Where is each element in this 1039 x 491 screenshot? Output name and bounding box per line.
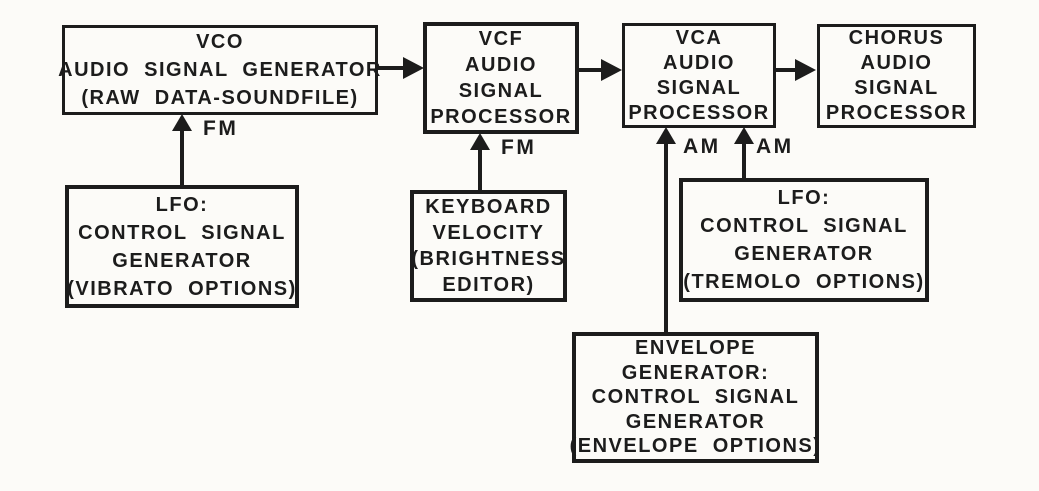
box-lfo-tremolo-control-signal-generator: LFO: CONTROL SIGNAL GENERATOR (TREMOLO O…: [679, 178, 929, 302]
arrow-line-envelope-to-vca: [664, 142, 668, 333]
box-text-line: EDITOR): [442, 274, 535, 296]
label-fm-into-vco: FM: [203, 117, 239, 140]
box-text-line: CONTROL SIGNAL: [700, 215, 908, 237]
arrowhead-up-icon: [734, 127, 754, 144]
box-text-line: LFO:: [155, 193, 209, 216]
box-text-line: AUDIO: [465, 54, 537, 76]
box-vcf-audio-signal-processor: VCF AUDIO SIGNAL PROCESSOR: [423, 22, 579, 134]
box-text-line: AUDIO: [860, 52, 933, 74]
box-text-line: PROCESSOR: [628, 101, 770, 124]
box-text-line: VCA: [675, 26, 723, 49]
box-vca-audio-signal-processor: VCA AUDIO SIGNAL PROCESSOR: [622, 23, 776, 128]
box-text-line: PROCESSOR: [430, 106, 572, 128]
box-text-line: GENERATOR: [625, 410, 766, 433]
box-text-line: SIGNAL: [458, 80, 544, 102]
box-text-line: (TREMOLO OPTIONS): [683, 271, 925, 293]
box-text-line: AUDIO: [663, 51, 735, 74]
box-text-line: (RAW DATA-SOUNDFILE): [81, 87, 359, 109]
box-text-line: AUDIO SIGNAL GENERATOR: [58, 59, 382, 81]
box-text-line: CONTROL SIGNAL: [78, 221, 286, 244]
box-envelope-generator-control-signal-generator: ENVELOPE GENERATOR: CONTROL SIGNAL GENER…: [569, 332, 822, 463]
box-vco-audio-signal-generator: VCO AUDIO SIGNAL GENERATOR (RAW DATA-SOU…: [58, 25, 380, 115]
box-text-line: LFO:: [777, 187, 831, 209]
box-keyboard-velocity-brightness-editor: KEYBOARD VELOCITY (BRIGHTNESS EDITOR): [410, 190, 567, 302]
box-text-line: (VIBRATO OPTIONS): [67, 277, 297, 300]
box-text-line: VCF: [478, 28, 524, 50]
box-text-line: (ENVELOPE OPTIONS): [569, 435, 822, 458]
box-chorus-audio-signal-processor: CHORUS AUDIO SIGNAL PROCESSOR: [817, 24, 976, 128]
box-text-line: VELOCITY: [432, 222, 545, 244]
arrowhead-right-icon: [795, 59, 816, 81]
arrowhead-right-icon: [601, 59, 622, 81]
label-am-from-envelope: AM: [683, 135, 721, 158]
arrow-line-vibrato-to-vco: [180, 129, 184, 186]
arrow-line-vcf-to-vca: [577, 68, 604, 72]
box-text-line: (BRIGHTNESS: [411, 248, 566, 270]
arrow-line-tremolo-to-vca: [742, 142, 746, 179]
box-text-line: VCO: [196, 31, 244, 53]
arrowhead-right-icon: [403, 57, 424, 79]
arrowhead-up-icon: [656, 127, 676, 144]
box-text-line: CONTROL SIGNAL: [591, 386, 800, 409]
box-text-line: GENERATOR:: [621, 361, 770, 384]
arrowhead-up-icon: [172, 114, 192, 131]
box-text-line: GENERATOR: [112, 249, 252, 272]
label-am-from-tremolo: AM: [756, 135, 794, 158]
box-text-line: SIGNAL: [656, 76, 742, 99]
label-fm-into-vcf: FM: [501, 136, 537, 159]
box-text-line: SIGNAL: [854, 77, 939, 99]
box-lfo-vibrato-control-signal-generator: LFO: CONTROL SIGNAL GENERATOR (VIBRATO O…: [65, 185, 299, 308]
box-text-line: KEYBOARD: [425, 196, 552, 218]
box-text-line: ENVELOPE: [635, 337, 756, 360]
box-text-line: PROCESSOR: [825, 102, 968, 124]
arrow-line-keyboard-to-vcf: [478, 148, 482, 191]
arrow-line-vco-to-vcf: [376, 66, 405, 70]
box-text-line: GENERATOR: [734, 243, 874, 265]
arrow-line-vca-to-chorus: [774, 68, 798, 72]
box-text-line: CHORUS: [848, 27, 945, 49]
arrowhead-up-icon: [470, 133, 490, 150]
